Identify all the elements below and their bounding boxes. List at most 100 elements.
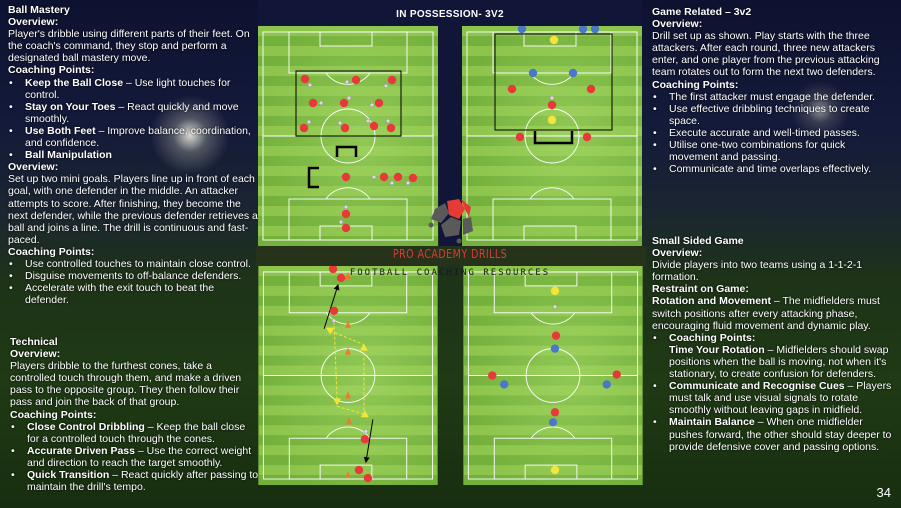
coaching-point: Stay on Your Toes – React quickly and mo… xyxy=(8,101,258,125)
player-marker xyxy=(299,123,309,133)
player-marker xyxy=(351,75,361,85)
coaching-point: Execute accurate and well-timed passes. xyxy=(652,127,897,139)
ball-icon xyxy=(307,82,313,88)
player-marker xyxy=(340,123,350,133)
goal-box xyxy=(319,31,373,47)
player-marker xyxy=(328,266,338,274)
penalty-arc xyxy=(529,187,575,200)
brand-band xyxy=(256,246,646,266)
player-marker xyxy=(386,123,396,133)
player-marker xyxy=(586,84,596,94)
ball-icon xyxy=(343,204,349,210)
marker-triangle xyxy=(359,343,368,351)
player-marker xyxy=(515,132,525,142)
coaching-point: Ball Manipulation xyxy=(8,149,258,161)
section-title: Technical xyxy=(10,336,58,348)
section-title: Ball Mastery xyxy=(8,4,70,16)
cone-icon xyxy=(345,347,351,355)
ball-icon xyxy=(337,120,343,126)
player-marker xyxy=(582,132,592,142)
ball-icon xyxy=(318,100,324,106)
goal-box xyxy=(524,464,578,480)
ball-icon xyxy=(365,118,371,124)
page-number: 34 xyxy=(876,485,891,500)
player-marker xyxy=(551,331,561,340)
cone-icon xyxy=(345,271,351,279)
goal-box xyxy=(319,271,373,287)
ball-icon xyxy=(363,429,369,434)
game-related-section: Game Related – 3v2 Overview: Drill set u… xyxy=(652,6,897,175)
coaching-point: Accurate Driven Pass – Use the correct w… xyxy=(10,445,260,469)
ball-icon xyxy=(383,83,389,89)
coaching-point: Use controlled touches to maintain close… xyxy=(8,258,258,270)
penalty-arc xyxy=(325,187,371,200)
coaching-point: Accelerate with the exit touch to beat t… xyxy=(8,282,258,306)
overview-label: Overview: xyxy=(652,247,703,260)
player-marker xyxy=(547,100,557,110)
player-marker xyxy=(408,173,418,183)
goal-box xyxy=(524,271,578,287)
technical-section: Technical Overview: Players dribble to t… xyxy=(10,336,260,493)
player-marker xyxy=(300,74,310,84)
player-marker xyxy=(500,380,509,389)
grid-area xyxy=(295,70,402,137)
coaching-point: The first attacker must engage the defen… xyxy=(652,91,897,103)
goal-box xyxy=(319,464,373,480)
player-marker xyxy=(379,172,389,182)
restraint-label: Restraint on Game: xyxy=(652,283,749,296)
marker-triangle xyxy=(326,327,335,335)
player-marker xyxy=(517,26,527,34)
marker-triangle xyxy=(333,398,342,406)
ball-icon xyxy=(552,304,558,310)
section-title: Small Sided Game xyxy=(652,235,744,247)
overview-text: Divide players into two teams using a 1-… xyxy=(652,259,863,284)
player-marker xyxy=(568,68,578,78)
player-marker xyxy=(602,380,611,389)
overview-label: Overview: xyxy=(8,16,59,29)
ball-icon xyxy=(385,118,391,124)
player-marker xyxy=(612,370,621,379)
coaching-point: Keep the Ball Close – Use light touches … xyxy=(8,77,258,101)
player-marker xyxy=(393,172,403,182)
ball-icon xyxy=(405,180,411,186)
mini-goal xyxy=(335,145,358,157)
player-marker xyxy=(547,115,557,125)
player-marker xyxy=(528,68,538,78)
divider xyxy=(439,26,462,246)
coaching-point: Use effective dribbling techniques to cr… xyxy=(652,103,897,127)
restraint-text: Rotation and Movement – The midfielders … xyxy=(652,295,880,332)
ball-icon xyxy=(331,318,337,323)
player-marker xyxy=(549,35,559,45)
pass-line xyxy=(329,330,365,346)
overview-label: Overview: xyxy=(10,348,61,361)
coaching-label: Coaching Points: xyxy=(8,64,95,77)
player-marker xyxy=(550,286,560,296)
pass-line xyxy=(333,321,338,400)
player-marker xyxy=(363,473,373,483)
goal xyxy=(533,131,574,145)
player-marker xyxy=(329,306,339,315)
grid-area xyxy=(494,33,613,131)
pitch-small-sided xyxy=(463,266,643,485)
overview-label: Overview: xyxy=(8,161,59,174)
coaching-point: Communicate and time overlaps effectivel… xyxy=(652,163,897,175)
player-marker xyxy=(374,98,384,108)
ball-icon xyxy=(346,95,352,101)
pitch-game-related xyxy=(462,26,642,246)
pitch-ball-mastery xyxy=(258,26,438,246)
overview-text: Player's dribble using different parts o… xyxy=(8,28,250,65)
player-marker xyxy=(341,209,351,219)
player-marker xyxy=(488,371,497,380)
small-sided-section: Small Sided Game Overview: Divide player… xyxy=(652,235,892,453)
overview-label: Overview: xyxy=(652,18,703,31)
player-marker xyxy=(354,465,364,475)
ball-icon xyxy=(369,102,375,108)
player-marker xyxy=(387,75,397,85)
ball-icon xyxy=(371,174,377,180)
page-title: IN POSSESSION- 3V2 xyxy=(258,0,642,26)
ball-icon xyxy=(344,79,350,85)
brand-name: PRO ACADEMY DRILLS xyxy=(392,247,508,261)
player-marker xyxy=(308,98,318,108)
brand-tagline: FOOTBALL COACHING RESOURCES xyxy=(349,268,551,278)
player-marker xyxy=(507,84,517,94)
